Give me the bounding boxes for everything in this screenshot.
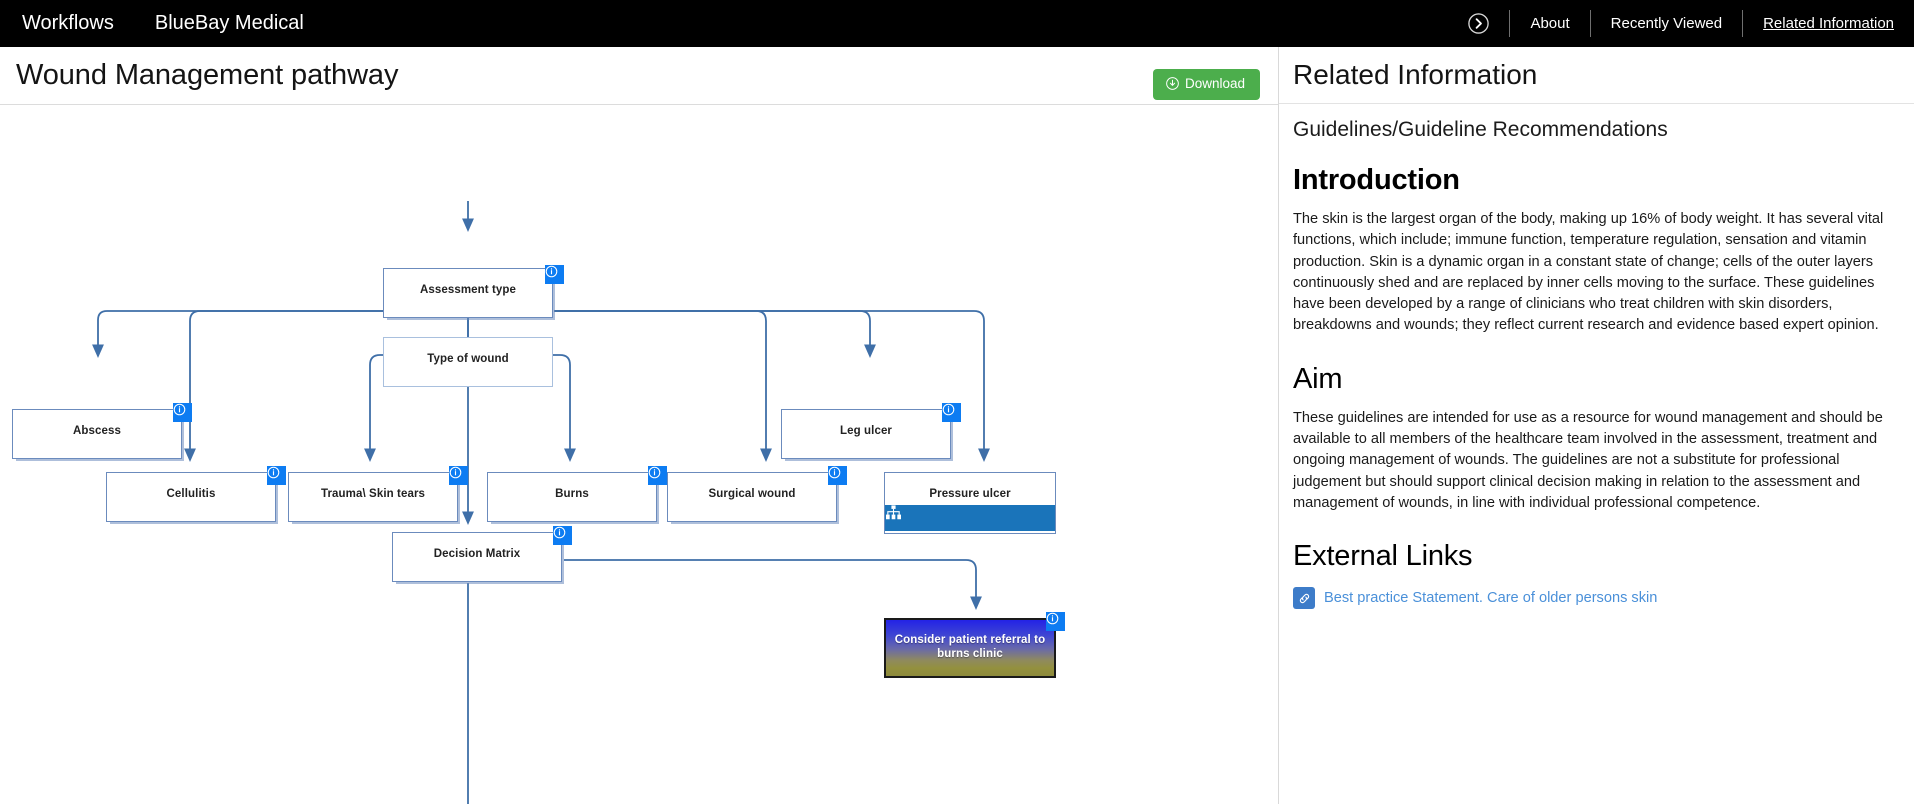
section-heading-introduction: Introduction	[1293, 164, 1460, 196]
page-body: Wound Management pathway Download	[0, 47, 1914, 804]
info-icon-leg-ulcer[interactable]	[942, 403, 961, 422]
node-label: Assessment type	[419, 284, 517, 296]
node-label: Abscess	[72, 425, 121, 437]
workflow-canvas-container[interactable]: Assessment type Type of wound Abscess Le…	[0, 104, 1278, 804]
brand-group: Workflows BlueBay Medical	[0, 0, 324, 47]
info-icon-assessment-type[interactable]	[545, 265, 564, 284]
info-icon-referral-burns-clinic[interactable]	[1046, 612, 1065, 631]
node-label: Cellulitis	[166, 488, 216, 500]
link-chain-icon	[1293, 587, 1315, 610]
nav-spacer	[324, 0, 1448, 47]
node-abscess[interactable]: Abscess	[12, 409, 182, 459]
page-title: Wound Management pathway	[16, 59, 399, 91]
download-button-label: Download	[1184, 76, 1245, 91]
guidelines-subtitle: Guidelines/Guideline Recommendations	[1293, 118, 1668, 141]
node-label: Trauma\ Skin tears	[320, 488, 426, 500]
section-body-aim: These guidelines are intended for use as…	[1293, 409, 1883, 511]
download-circle-icon	[1166, 77, 1179, 91]
nav-right-group: About Recently Viewed Related Informatio…	[1447, 0, 1914, 47]
section-heading-external-links: External Links	[1293, 540, 1473, 573]
nav-divider-2	[1589, 10, 1591, 37]
workflow-pane: Wound Management pathway Download	[0, 47, 1279, 804]
external-link-best-practice-statement[interactable]: Best practice Statement. Care of older p…	[1324, 590, 1658, 607]
node-trauma-skin-tears[interactable]: Trauma\ Skin tears	[288, 472, 458, 522]
node-label: Burns	[555, 488, 589, 500]
related-information-body: Guidelines/Guideline Recommendations Int…	[1279, 104, 1914, 610]
node-decision-matrix[interactable]: Decision Matrix	[392, 532, 562, 582]
node-label: Surgical wound	[708, 488, 796, 500]
brand-workflows[interactable]: Workflows	[22, 12, 114, 34]
workflow-canvas: Assessment type Type of wound Abscess Le…	[0, 105, 1278, 804]
page-header: Wound Management pathway Download	[0, 47, 1278, 104]
pressure-ulcer-footer[interactable]	[885, 505, 1055, 531]
chevron-right-circle-icon[interactable]	[1447, 0, 1509, 47]
info-icon-surgical-wound[interactable]	[828, 466, 847, 485]
nav-divider-3	[1742, 10, 1744, 37]
node-label: Decision Matrix	[433, 548, 521, 560]
info-icon-decision-matrix[interactable]	[553, 526, 572, 545]
node-label: Pressure ulcer	[929, 488, 1011, 500]
nav-item-related-information[interactable]: Related Information	[1763, 15, 1894, 32]
external-link-row[interactable]: Best practice Statement. Care of older p…	[1293, 587, 1896, 610]
node-cellulitis[interactable]: Cellulitis	[106, 472, 276, 522]
related-information-header: Related Information	[1279, 47, 1914, 104]
nav-item-recently-viewed[interactable]: Recently Viewed	[1610, 15, 1723, 32]
nav-item-about[interactable]: About	[1530, 15, 1570, 32]
brand-bluebay-medical[interactable]: BlueBay Medical	[154, 12, 304, 34]
node-assessment-type[interactable]: Assessment type	[383, 268, 553, 318]
node-type-of-wound[interactable]: Type of wound	[383, 337, 553, 387]
section-body-introduction: The skin is the largest organ of the bod…	[1293, 211, 1884, 334]
node-leg-ulcer[interactable]: Leg ulcer	[781, 409, 951, 459]
info-icon-abscess[interactable]	[173, 403, 192, 422]
info-icon-burns[interactable]	[648, 466, 667, 485]
node-label: Leg ulcer	[839, 425, 893, 437]
info-icon-trauma-skin-tears[interactable]	[449, 466, 468, 485]
nav-divider-1	[1509, 10, 1511, 37]
related-information-title: Related Information	[1293, 59, 1538, 90]
info-icon-cellulitis[interactable]	[267, 466, 286, 485]
workflow-connectors	[92, 201, 990, 804]
related-information-pane: Related Information Guidelines/Guideline…	[1279, 47, 1914, 804]
section-heading-aim: Aim	[1293, 362, 1343, 395]
node-surgical-wound[interactable]: Surgical wound	[667, 472, 837, 522]
top-navigation-bar: Workflows BlueBay Medical About Recently…	[0, 0, 1914, 47]
node-pressure-ulcer[interactable]: Pressure ulcer	[884, 472, 1056, 534]
node-referral-burns-clinic[interactable]: Consider patient referral to burns clini…	[884, 618, 1056, 678]
node-burns[interactable]: Burns	[487, 472, 657, 522]
download-button[interactable]: Download	[1152, 69, 1260, 100]
node-label: Consider patient referral to burns clini…	[894, 634, 1046, 661]
node-label: Type of wound	[427, 353, 509, 365]
